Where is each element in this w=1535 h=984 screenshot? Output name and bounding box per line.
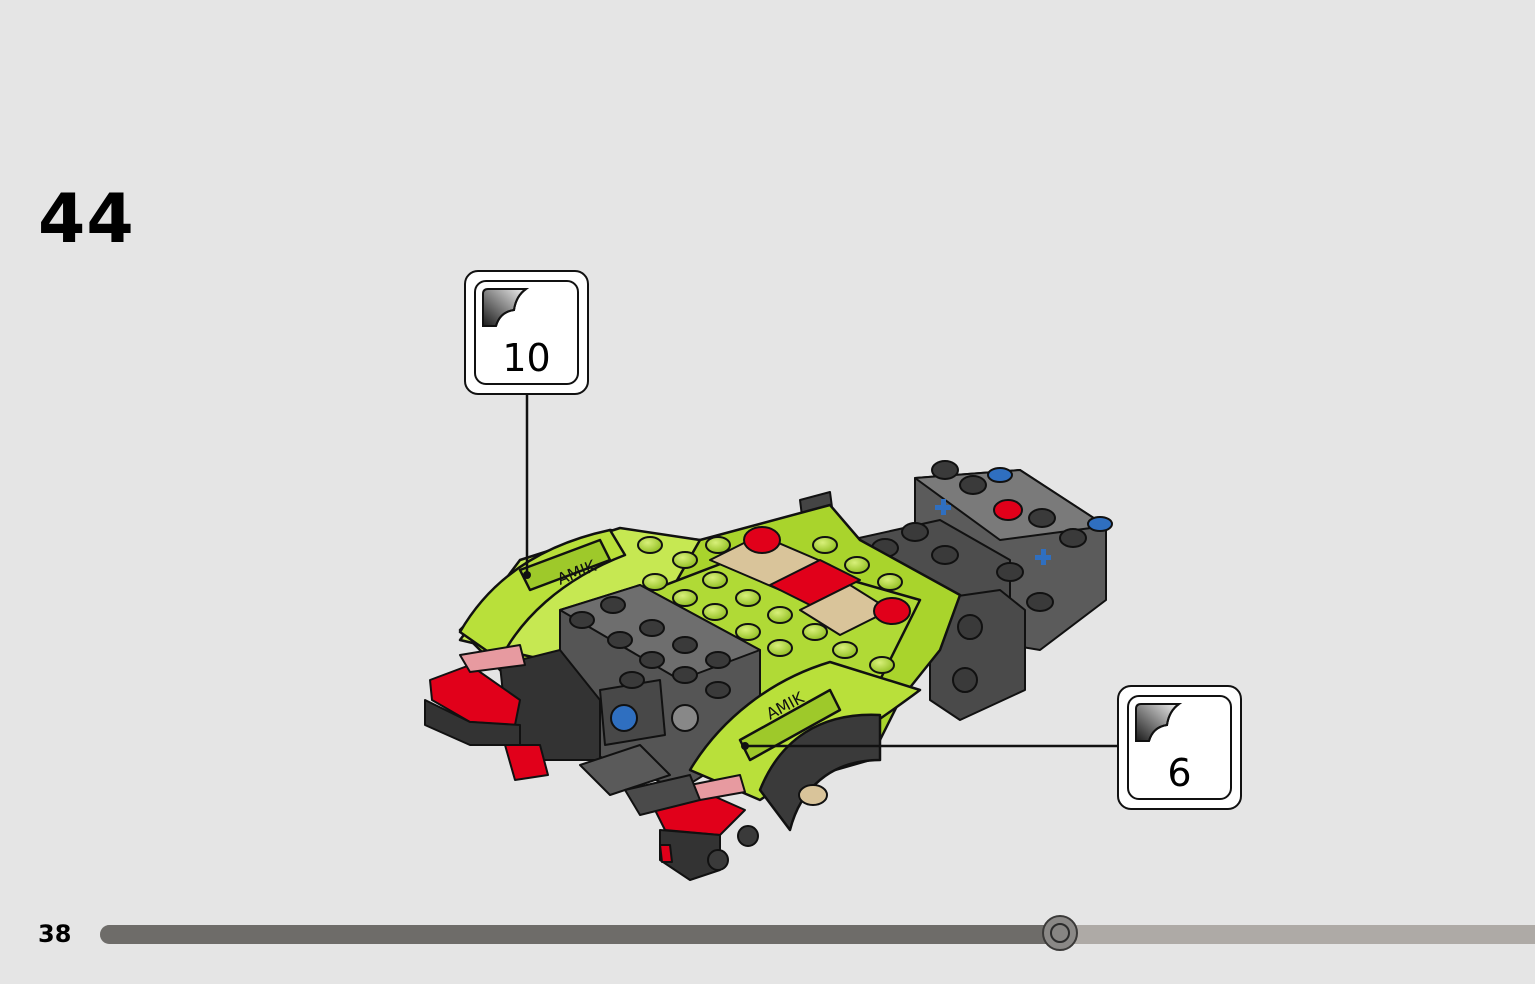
sticker-callout-6: 6 xyxy=(1117,685,1242,810)
callout-10-leader-dot xyxy=(523,571,531,579)
page-number: 38 xyxy=(38,920,72,948)
step-number: 44 xyxy=(38,180,135,259)
progress-fill xyxy=(100,925,1060,944)
red-front-parts xyxy=(424,644,746,881)
lime-studs xyxy=(637,536,903,674)
tan-red-pieces xyxy=(709,526,911,636)
callout-6-leader-dot xyxy=(741,742,749,750)
center-studs xyxy=(569,596,731,732)
page-progress-bar[interactable] xyxy=(100,915,1535,951)
right-fender xyxy=(688,660,922,832)
callout-inner: 10 xyxy=(474,280,579,385)
rear-studs xyxy=(871,460,1113,693)
left-fender xyxy=(458,528,627,662)
callout-inner: 6 xyxy=(1127,695,1232,800)
sticker-count: 6 xyxy=(1167,751,1192,795)
sticker-count: 10 xyxy=(502,336,551,380)
axle-marks xyxy=(935,499,1051,565)
sticker-icon xyxy=(1135,703,1183,742)
sticker-icon xyxy=(482,288,530,327)
lower-parts xyxy=(579,744,828,871)
progress-slider-knob[interactable] xyxy=(1042,915,1078,951)
rear-chassis xyxy=(799,469,1107,721)
sticker-callout-10: 10 xyxy=(464,270,589,395)
